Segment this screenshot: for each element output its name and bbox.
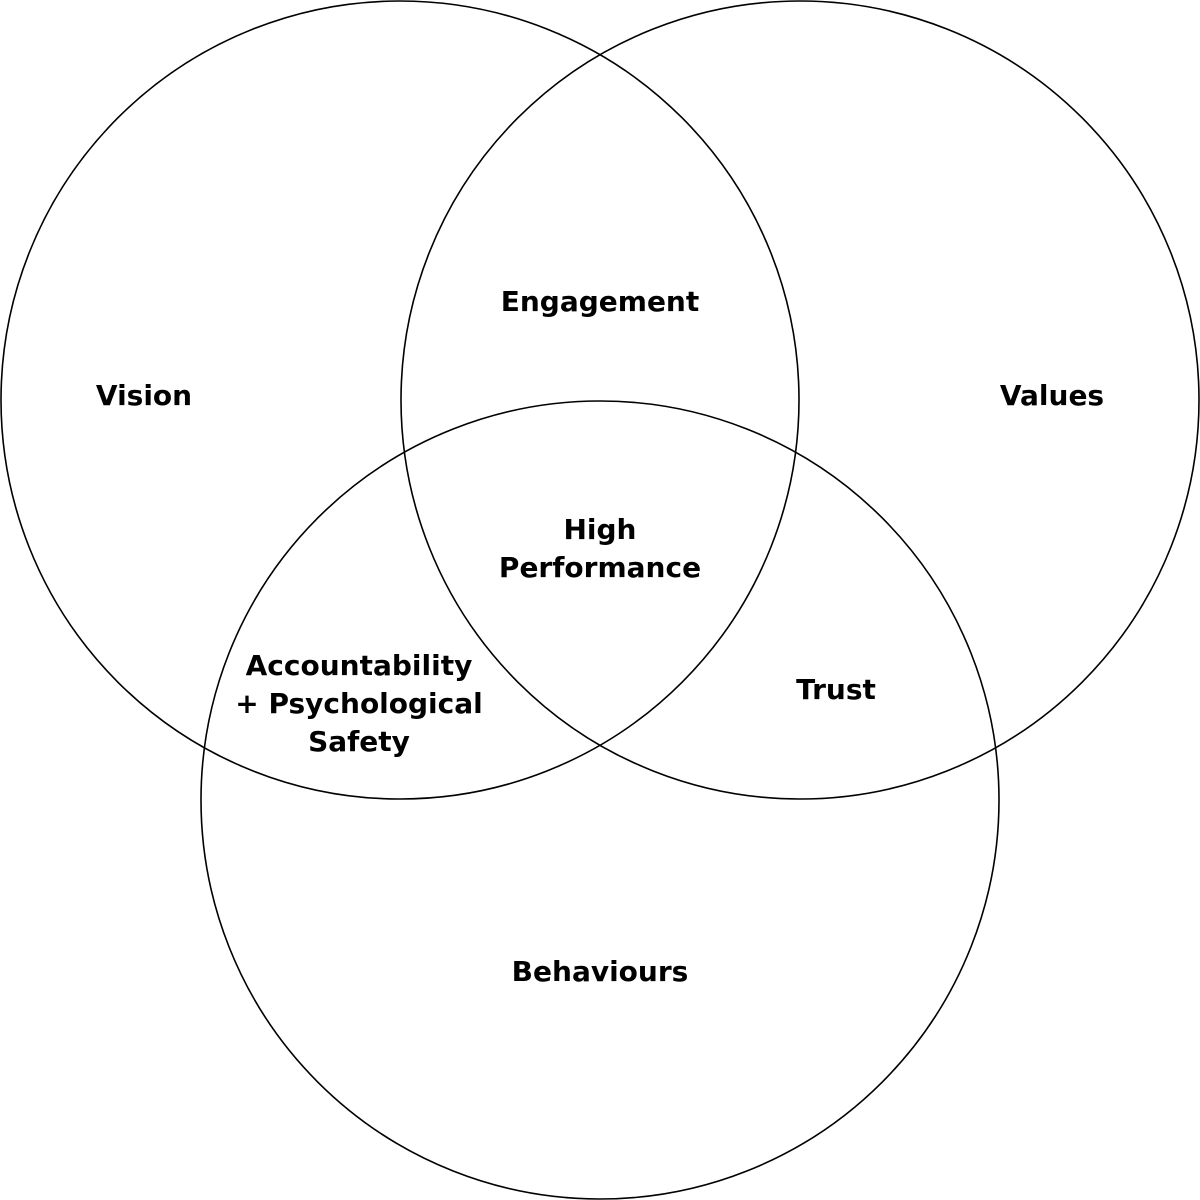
high-performance-label-line1: High xyxy=(563,513,636,546)
engagement-label: Engagement xyxy=(501,285,700,318)
values-circle xyxy=(400,0,1200,800)
accountability-label-line2: + Psychological xyxy=(235,687,483,720)
vision-label: Vision xyxy=(96,379,192,412)
accountability-label-line1: Accountability xyxy=(246,649,473,682)
behaviours-label: Behaviours xyxy=(512,955,689,988)
values-label: Values xyxy=(1000,379,1104,412)
vision-circle xyxy=(0,0,800,800)
trust-label: Trust xyxy=(796,673,876,706)
high-performance-label-line2: Performance xyxy=(499,551,701,584)
behaviours-circle xyxy=(200,400,1000,1200)
accountability-label-line3: Safety xyxy=(308,725,410,758)
